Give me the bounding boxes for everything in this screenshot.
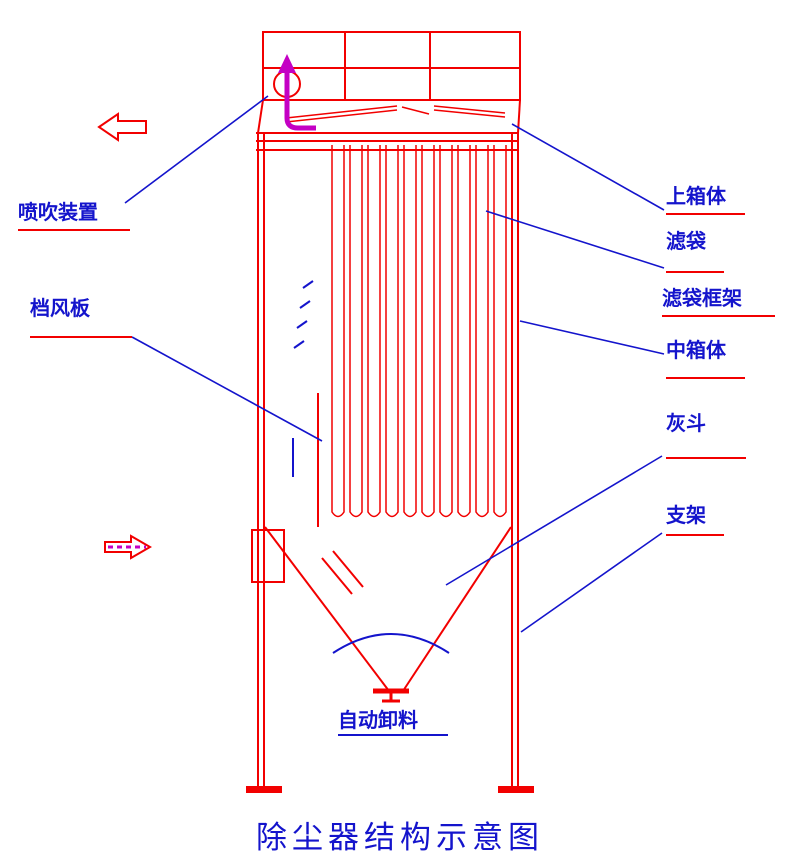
outlet-arrow-icon xyxy=(97,112,147,142)
blow-pipe-plates xyxy=(285,105,506,123)
inlet-duct xyxy=(251,529,285,583)
filter-bags xyxy=(331,145,507,518)
label-upper-box: 上箱体 xyxy=(666,186,745,215)
blow-pipe xyxy=(278,54,316,131)
leader-filter-bag xyxy=(485,210,665,269)
left-foot xyxy=(246,786,282,793)
label-support: 支架 xyxy=(666,505,724,536)
right-foot xyxy=(498,786,534,793)
label-bag-cage: 滤袋框架 xyxy=(662,288,775,317)
leader-baffle xyxy=(131,336,323,442)
upper-box xyxy=(257,31,521,134)
hopper xyxy=(264,526,512,692)
label-baffle: 档风板 xyxy=(30,298,132,338)
casing-legs xyxy=(246,133,534,793)
tube-sheet xyxy=(256,132,519,151)
baffle-plate xyxy=(317,393,364,595)
label-ash-hopper: 灰斗 xyxy=(666,413,746,459)
leader-lines xyxy=(124,95,665,633)
leader-blow-device xyxy=(124,95,269,204)
discharge-flange xyxy=(373,688,409,703)
leader-upper-box xyxy=(511,123,665,211)
label-middle-box: 中箱体 xyxy=(666,340,745,379)
leader-middle-box xyxy=(519,320,665,355)
hopper-arc xyxy=(332,633,450,654)
diagram-title: 除尘器结构示意图 xyxy=(256,820,544,856)
label-filter-bag: 滤袋 xyxy=(666,231,724,273)
airflow-dashes xyxy=(292,280,314,477)
inlet-arrow-icon xyxy=(104,534,152,560)
label-auto-discharge: 自动卸料 xyxy=(338,710,448,736)
leader-support xyxy=(520,532,663,633)
label-blow-device: 喷吹装置 xyxy=(18,202,130,231)
leader-hopper xyxy=(445,455,663,586)
pulse-jet-arrow-icon xyxy=(278,54,296,73)
